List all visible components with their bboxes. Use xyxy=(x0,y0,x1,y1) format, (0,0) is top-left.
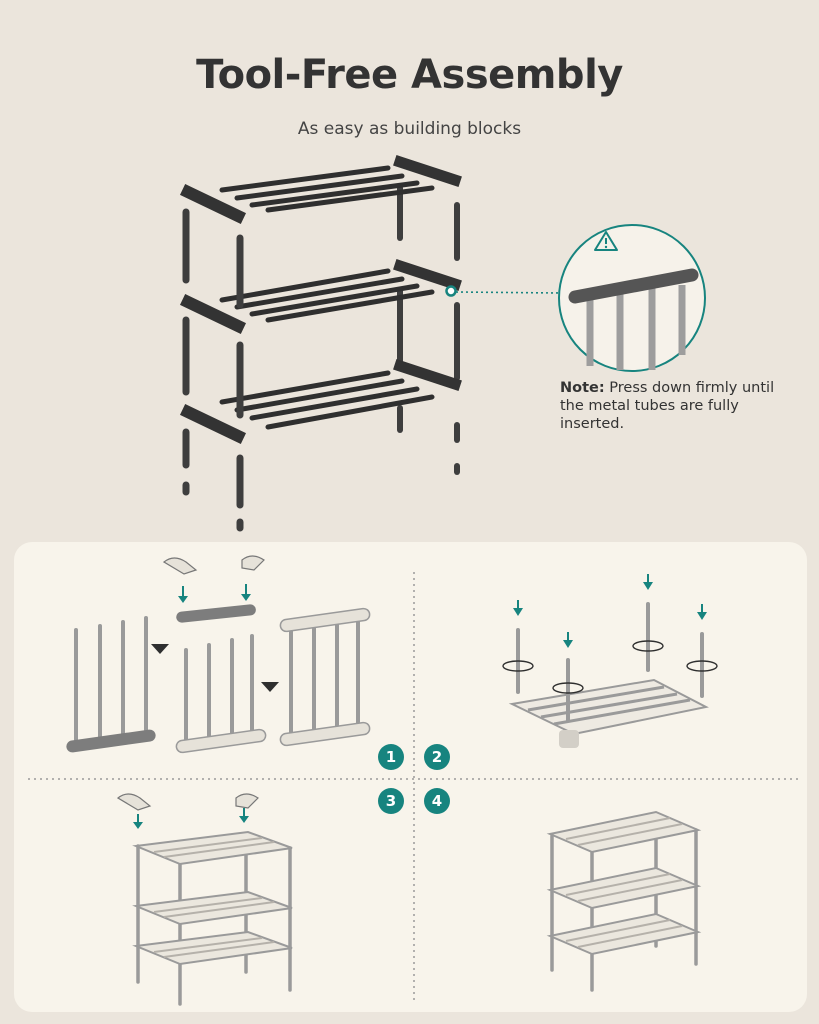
page-title: Tool-Free Assembly xyxy=(196,52,623,98)
assembly-note: Note: Press down firmly until the metal … xyxy=(560,379,800,433)
step-2-illustration xyxy=(502,574,718,748)
step-3-illustration xyxy=(116,793,293,1006)
assembly-steps-illustration xyxy=(28,555,800,1006)
step-badge-2: 2 xyxy=(424,744,450,770)
step-badge-4: 4 xyxy=(424,788,450,814)
page-subtitle: As easy as building blocks xyxy=(297,119,522,139)
step-badge-3: 3 xyxy=(378,788,404,814)
warning-triangle-icon xyxy=(594,231,618,251)
note-text: Press down firmly until the metal tubes … xyxy=(560,380,775,432)
step-4-illustration xyxy=(546,810,702,992)
step-badge-1: 1 xyxy=(378,744,404,770)
step-1-illustration xyxy=(66,555,371,754)
exploded-shelf-illustration xyxy=(179,155,706,532)
assembly-steps-panel: 1 2 3 4 xyxy=(14,542,807,1012)
note-label: Note: xyxy=(560,380,605,396)
